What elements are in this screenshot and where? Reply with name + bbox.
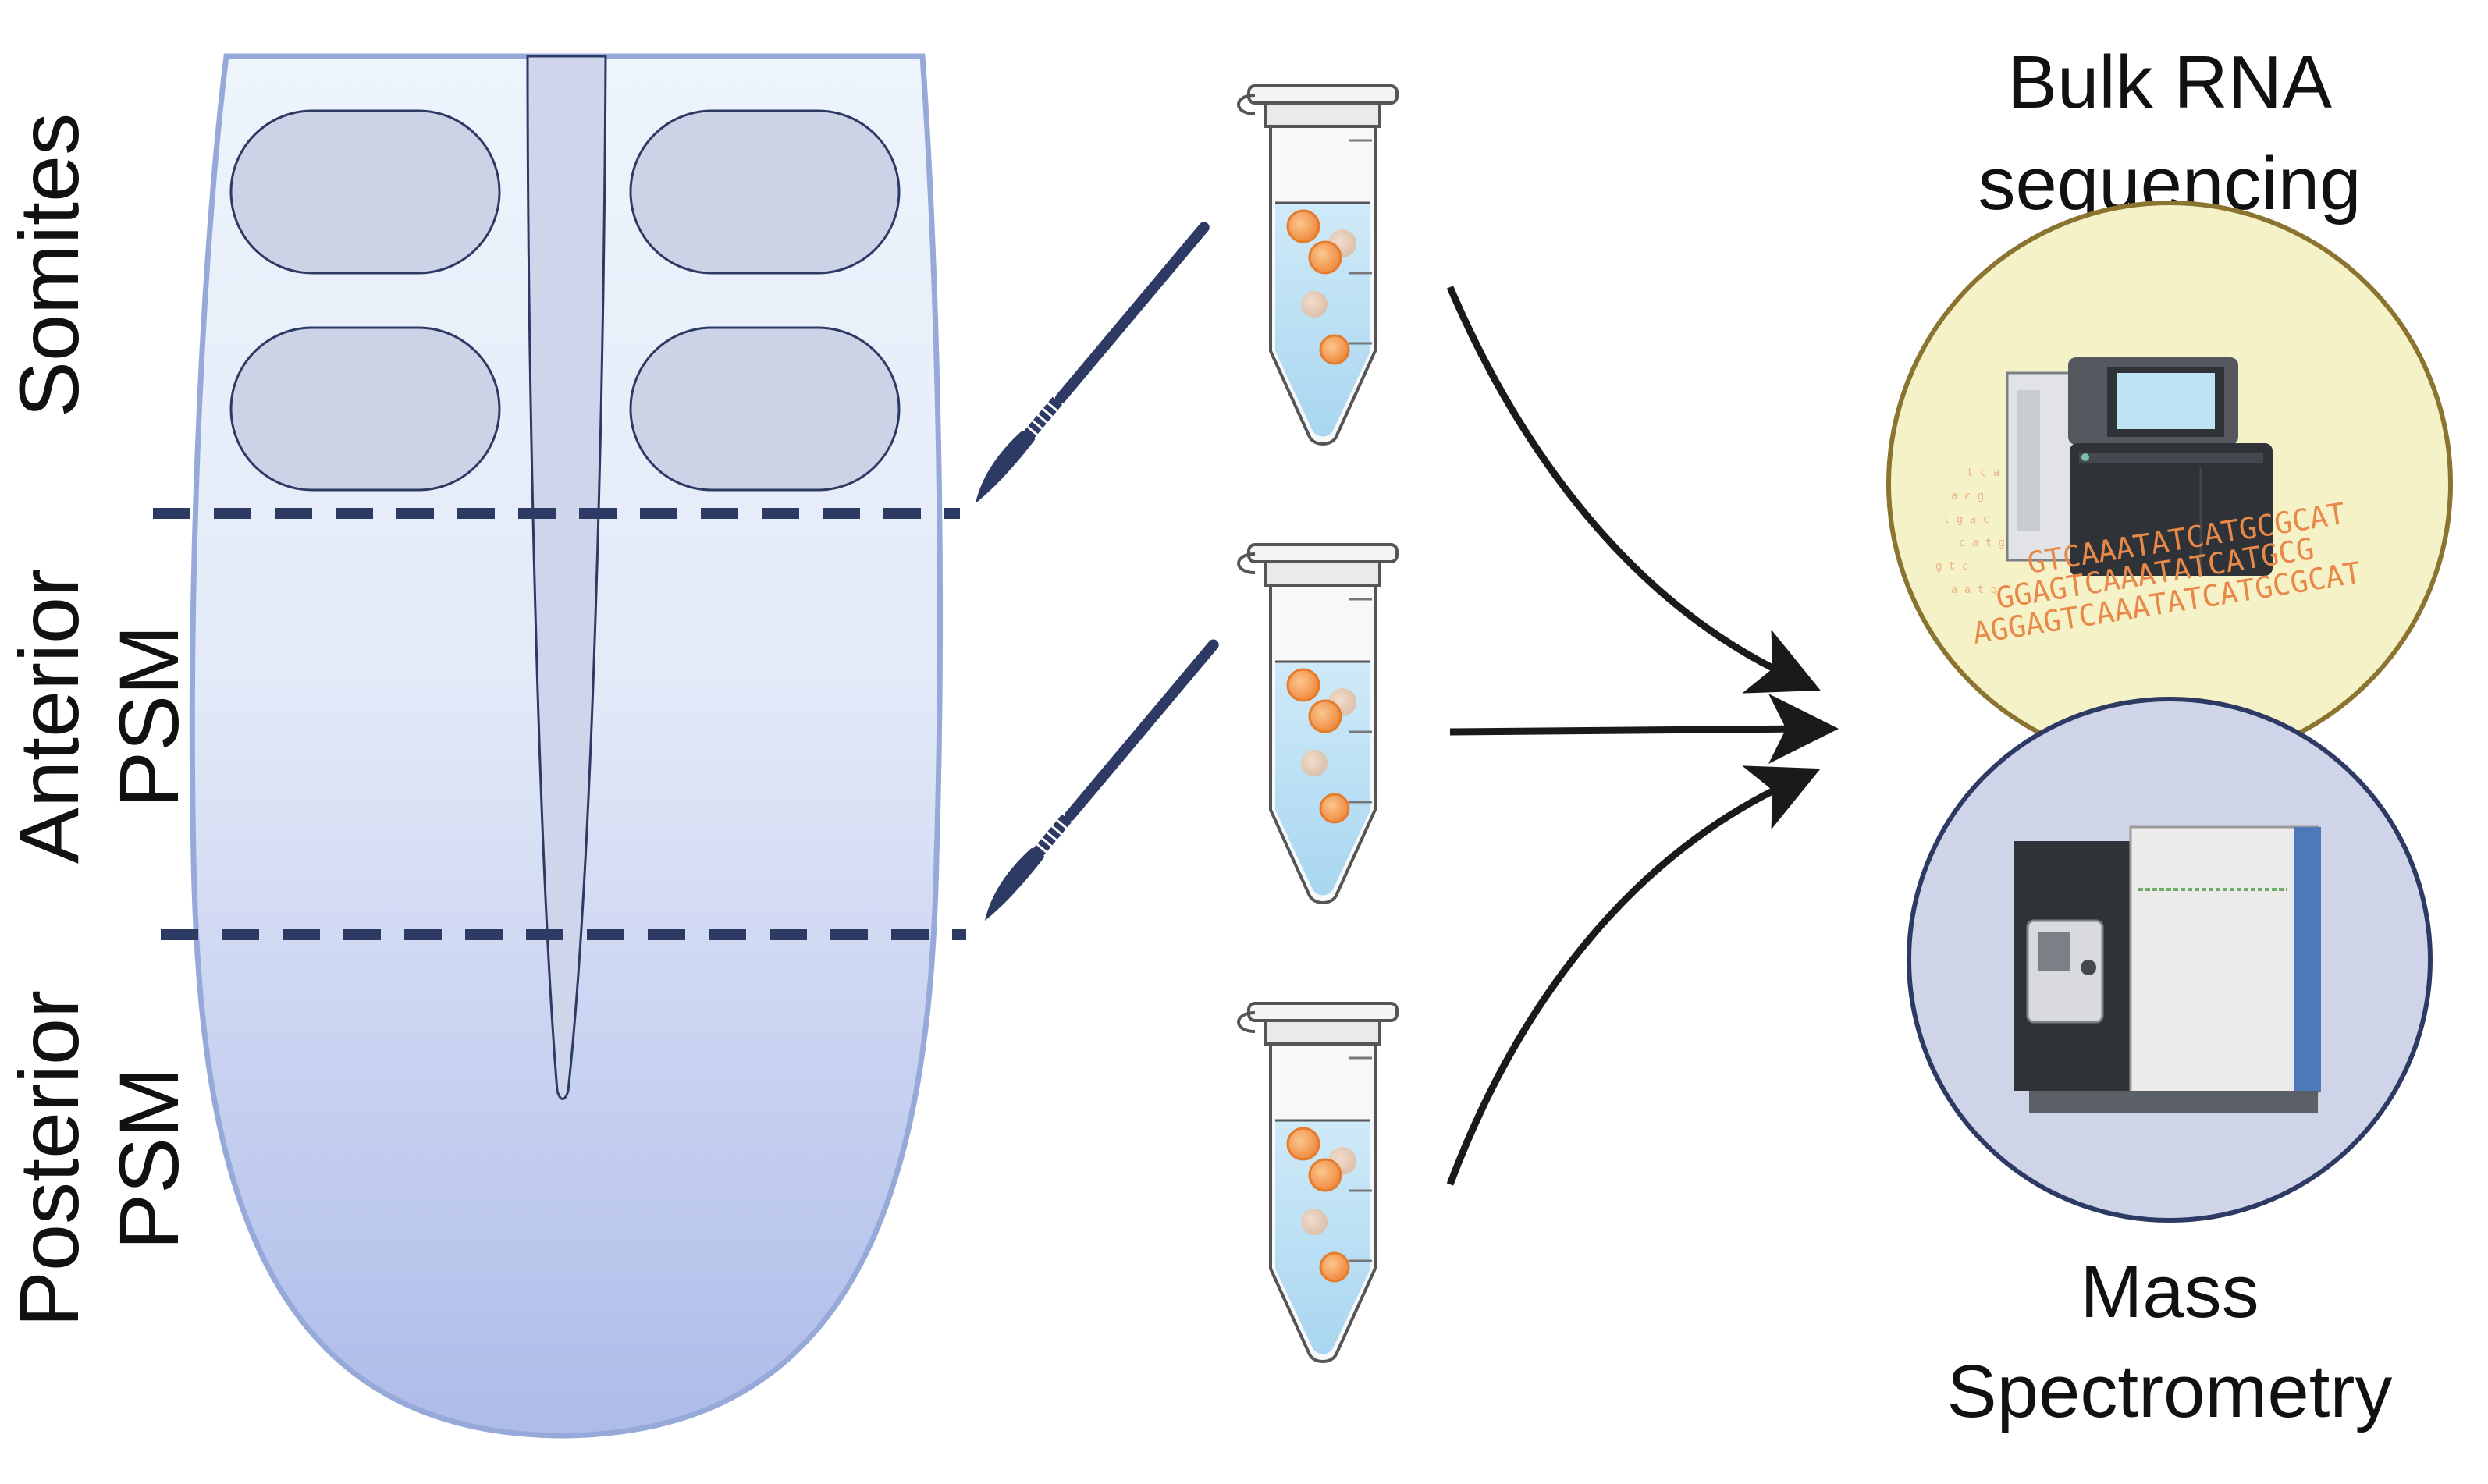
microcentrifuge-tube-icon — [1237, 543, 1399, 904]
arrows — [1446, 286, 1839, 1186]
rna-seq-title-line1: Bulk RNA — [2007, 41, 2332, 124]
microcentrifuge-tube-icon — [1237, 1002, 1399, 1363]
somite-right-2 — [629, 326, 901, 492]
arrow-top — [1446, 286, 1821, 694]
svg-text:a c g: a c g — [1951, 490, 1984, 502]
label-anterior-psm: Anterior PSM — [2, 569, 196, 864]
mass-spec-title-line2: Spectrometry — [1947, 1350, 2393, 1433]
scalpel-icon — [985, 639, 1219, 921]
somite-left-2 — [229, 326, 501, 492]
label-anterior-line2: PSM — [101, 625, 196, 808]
arrow-bottom — [1446, 765, 1821, 1186]
dna-letter-scatter: a c g t g a c c a t g g t c a a t g t c a — [1935, 467, 2005, 596]
label-somites: Somites — [2, 113, 96, 417]
mass-spec-panel: Mass Spectrometry — [1907, 697, 2433, 1433]
notochord — [526, 55, 607, 1100]
mass-spectrometer-icon — [2014, 825, 2321, 1113]
label-posterior-line2: PSM — [101, 1067, 196, 1250]
rna-seq-panel: Bulk RNA sequencing GTCAAATATCATGCGCAT G… — [1886, 41, 2453, 767]
svg-text:t g a c: t g a c — [1943, 513, 1989, 526]
microcentrifuge-tube-icon — [1237, 84, 1399, 446]
svg-text:g t c: g t c — [1935, 560, 1968, 573]
somite-right-1 — [629, 109, 901, 275]
sequencer-icon — [2006, 357, 2273, 576]
arrow-middle — [1449, 694, 1839, 765]
somite-left-1 — [229, 109, 501, 275]
embryo-tissue — [189, 53, 944, 1439]
svg-text:c a t g: c a t g — [1959, 537, 2005, 549]
label-posterior-psm: Posterior PSM — [2, 990, 196, 1327]
svg-text:a a t g: a a t g — [1951, 584, 1997, 596]
scalpel-icon — [976, 222, 1210, 503]
mass-spec-title-line1: Mass — [2080, 1250, 2259, 1333]
label-anterior-line1: Anterior — [2, 569, 96, 864]
svg-text:t c a: t c a — [1967, 467, 1999, 479]
label-posterior-line1: Posterior — [2, 990, 96, 1327]
